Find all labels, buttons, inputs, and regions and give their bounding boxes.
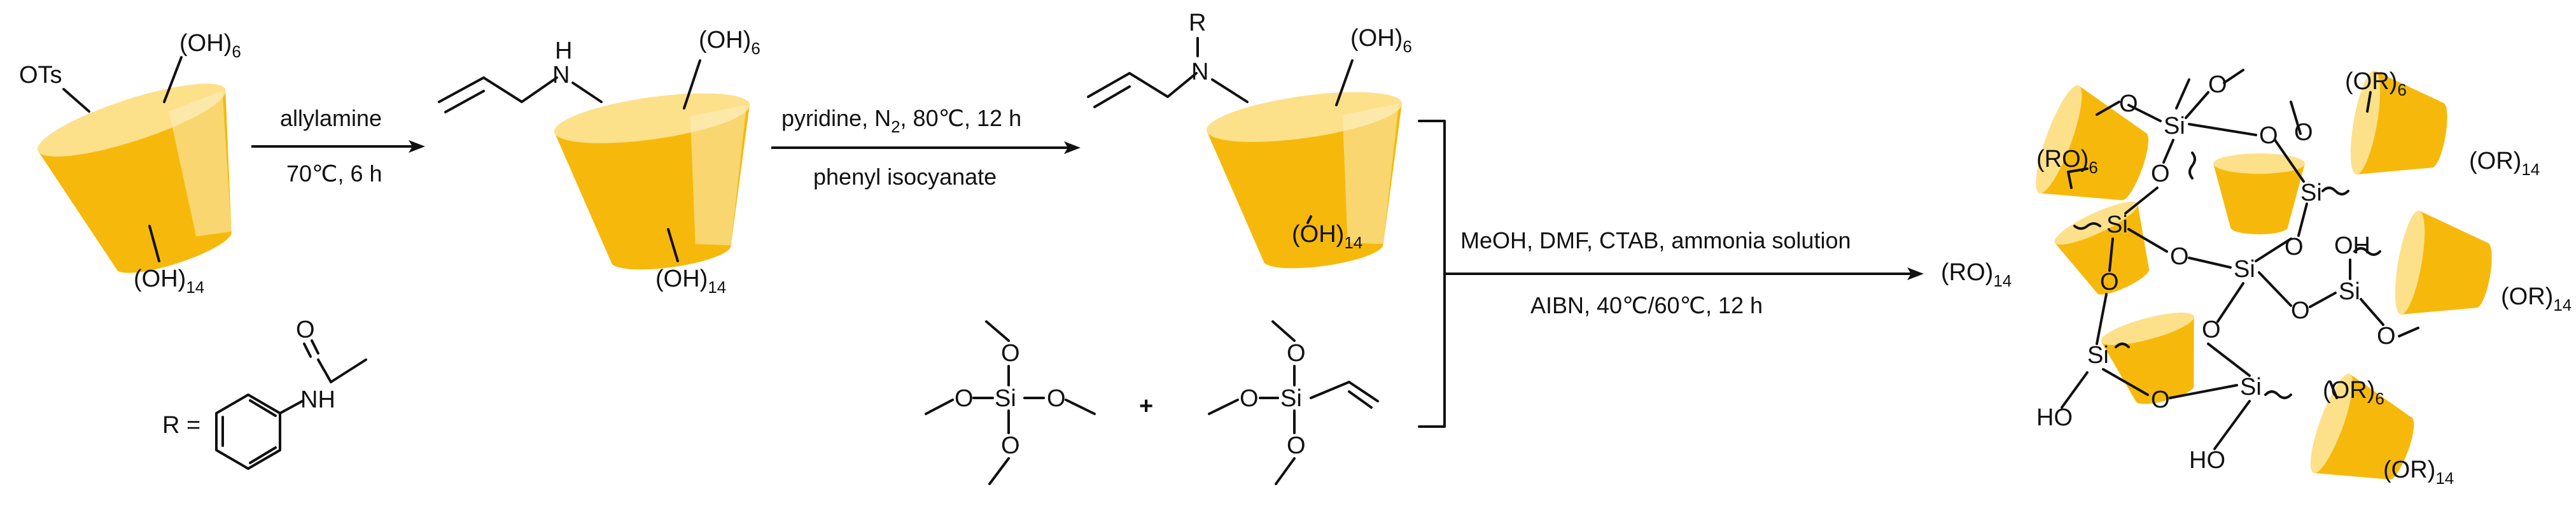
- o-label: O: [2151, 386, 2170, 413]
- o-label: O: [2100, 269, 2119, 295]
- o-label: O: [2259, 122, 2278, 149]
- or14-label: (OR)14: [2383, 457, 2454, 488]
- amide-nh-label: NH: [300, 386, 335, 413]
- si-label: Si: [2240, 374, 2262, 400]
- or14-label: (OR)14: [2501, 283, 2572, 315]
- ho-label: HO: [2189, 447, 2225, 474]
- step-3-conditions: AIBN, 40℃/60℃, 12 h: [1530, 292, 1763, 318]
- oh6-label: (OH)6: [179, 30, 241, 61]
- si-label: Si: [2300, 180, 2322, 206]
- oh14-label: (OH)14: [1292, 221, 1362, 252]
- o-label: O: [1240, 385, 1259, 412]
- cyclodextrin-cone-icon: [1203, 82, 1423, 280]
- silane-vinyl: Si O O O: [1208, 320, 1379, 485]
- benzene-ring-icon: [215, 393, 281, 470]
- tosylate-label: OTs: [19, 62, 62, 89]
- o-label: O: [2285, 234, 2304, 260]
- step-1-arrow: allylamine 70℃, 6 h: [251, 105, 425, 187]
- step-3-arrow: MeOH, DMF, CTAB, ammonia solution AIBN, …: [1445, 227, 1924, 318]
- si-label: Si: [2234, 256, 2255, 283]
- o-label: O: [1047, 385, 1066, 412]
- oh14-label: (OH)14: [134, 266, 204, 297]
- silane-tetra: Si O O O O: [925, 320, 1096, 485]
- o-label: O: [2377, 323, 2396, 350]
- product-n-label: N: [1191, 59, 1208, 85]
- or6-label: (OR)6: [2345, 68, 2407, 99]
- cyclodextrin-cone-icon: [2389, 208, 2500, 329]
- compound-functionalized-cd: N R (OH)6 (OH)14: [1087, 10, 1423, 280]
- product-r-label: R: [1189, 10, 1206, 36]
- o-label: O: [1001, 432, 1020, 459]
- si-label: Si: [995, 385, 1016, 412]
- ro14-label: (RO)14: [1941, 259, 2012, 290]
- o-label: O: [2170, 243, 2189, 270]
- o-label: O: [1287, 340, 1306, 367]
- o-label: O: [2291, 297, 2310, 324]
- step-1-conditions: 70℃, 6 h: [286, 160, 382, 187]
- r-equals-label: R =: [162, 412, 200, 439]
- oh-label: OH: [2334, 232, 2370, 259]
- compound-cd-tosylate: OTs (OH)6 (OH)14: [19, 30, 272, 297]
- amine-n-label: N: [552, 62, 570, 89]
- amine-h-label: H: [555, 38, 572, 64]
- oh14-label: (OH)14: [655, 266, 726, 297]
- o-label: O: [1001, 340, 1020, 367]
- o-label: O: [2208, 71, 2227, 98]
- o-label: O: [955, 385, 974, 412]
- step-1-reagent: allylamine: [280, 105, 382, 131]
- compound-allylamino-cd: N H (OH)6 (OH)14: [438, 27, 771, 297]
- product-network: Si Si Si Si Si Si Si O O O O O O O O O O…: [1941, 68, 2572, 501]
- step-2-arrow: pyridine, N2, 80℃, 12 h phenyl isocyanat…: [771, 105, 1081, 190]
- step-3-reagents: MeOH, DMF, CTAB, ammonia solution: [1460, 227, 1851, 253]
- oh6-label: (OH)6: [699, 27, 760, 58]
- o-label: O: [1287, 432, 1306, 459]
- oh6-label: (OH)6: [1350, 25, 1412, 56]
- plus-sign: +: [1139, 393, 1153, 420]
- reactant-bracket: [1418, 120, 1446, 428]
- si-label: Si: [2106, 211, 2128, 238]
- r-group-definition: R = NH O: [162, 316, 367, 470]
- carbonyl-o-label: O: [296, 316, 315, 343]
- or6-label: (OR)6: [2323, 377, 2384, 408]
- o-label: O: [2119, 90, 2138, 117]
- step-2-reagent: phenyl isocyanate: [813, 164, 997, 190]
- step-2-conditions: pyridine, N2, 80℃, 12 h: [781, 105, 1021, 136]
- ho-label: HO: [2036, 404, 2073, 431]
- ro6-label: (RO)6: [2036, 146, 2098, 177]
- si-label: Si: [2339, 278, 2360, 305]
- cyclodextrin-cone-icon: [551, 83, 771, 281]
- si-label: Si: [2087, 342, 2109, 369]
- cyclodextrin-cone-icon: [31, 69, 272, 294]
- o-label: O: [2151, 160, 2170, 187]
- si-label: Si: [1280, 385, 1302, 412]
- si-label: Si: [2164, 113, 2185, 139]
- or14-label: (OR)14: [2469, 148, 2540, 179]
